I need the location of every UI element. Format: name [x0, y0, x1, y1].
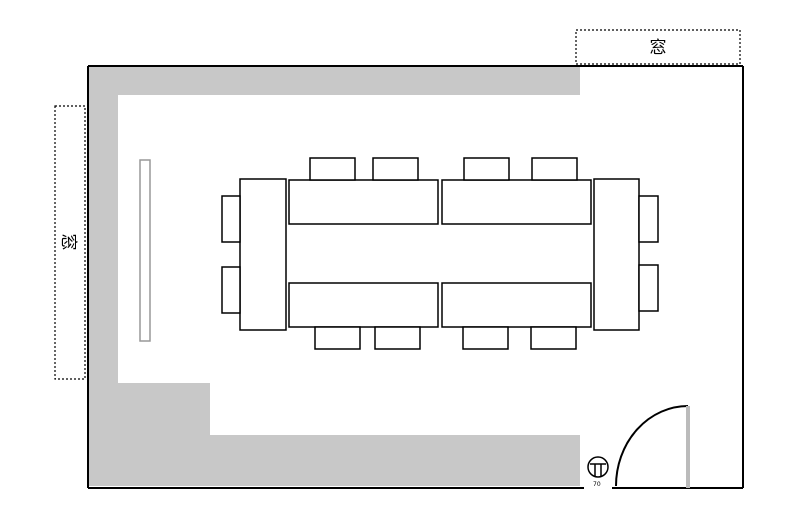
swing-door-icon: [615, 405, 690, 488]
conference-tables: [239, 178, 640, 331]
chair: [221, 266, 241, 314]
chair: [462, 326, 509, 350]
window-left: [54, 105, 86, 380]
room-outline: [87, 65, 744, 489]
chair: [309, 157, 356, 181]
chair: [221, 195, 241, 243]
whiteboard-strip: [139, 159, 151, 342]
fixture-label: 70: [593, 481, 601, 488]
table-top-left: [288, 179, 439, 225]
chair: [463, 157, 510, 181]
chair: [530, 326, 577, 350]
table-bottom-right: [441, 282, 592, 328]
window-top-label: 窓: [650, 38, 667, 58]
window-top: [575, 29, 741, 65]
door-leaf: [686, 406, 690, 488]
round-fixture-icon: [587, 456, 609, 478]
chair: [374, 326, 421, 350]
fixture-circle: [587, 456, 609, 478]
window-left-label: 窓: [58, 234, 78, 251]
table-right-end: [593, 178, 640, 331]
chair: [531, 157, 578, 181]
chair: [638, 264, 659, 312]
grey-wall-area: [88, 66, 580, 486]
table-bottom-left: [288, 282, 439, 328]
door-swing-arc: [615, 405, 689, 487]
table-left-end: [239, 178, 287, 331]
chair: [638, 195, 659, 243]
chair: [372, 157, 419, 181]
chair: [314, 326, 361, 350]
chairs: [221, 157, 659, 350]
table-top-right: [441, 179, 592, 225]
